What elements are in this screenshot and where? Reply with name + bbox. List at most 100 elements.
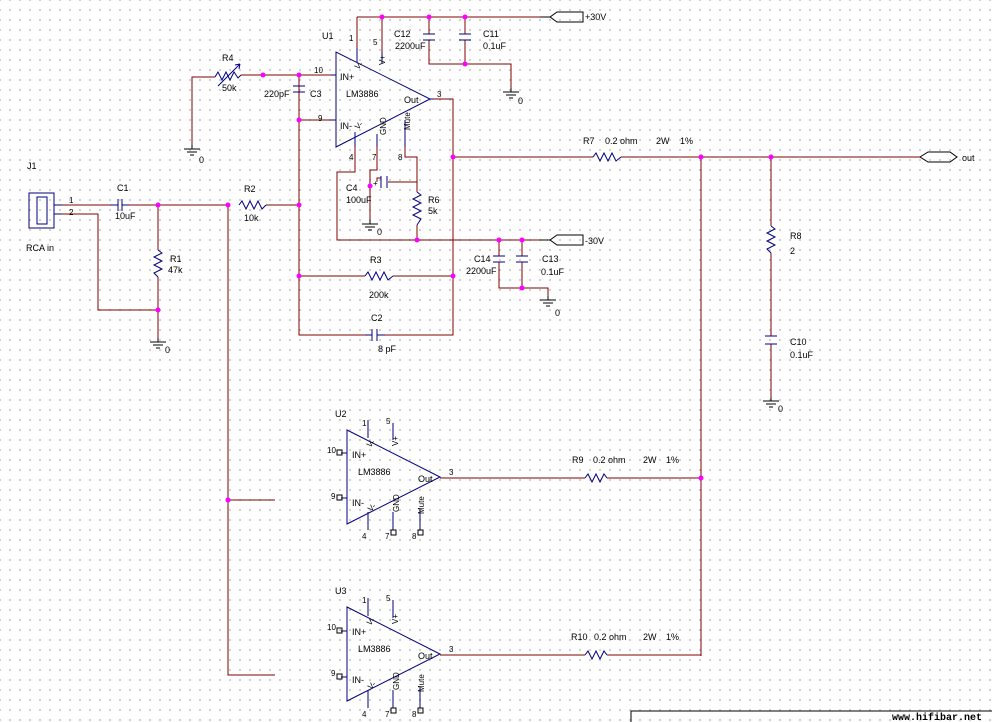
svg-text:R4: R4 xyxy=(222,53,234,63)
junction-dot xyxy=(260,72,266,78)
svg-text:4: 4 xyxy=(362,532,367,541)
svg-text:2W: 2W xyxy=(643,632,657,642)
svg-text:R8: R8 xyxy=(790,231,802,241)
svg-text:0.2 ohm: 0.2 ohm xyxy=(593,455,626,465)
junction-dot xyxy=(367,183,373,189)
ground-symbol: 0 xyxy=(540,296,560,318)
svg-text:U1: U1 xyxy=(322,31,334,41)
svg-text:GND: GND xyxy=(392,672,401,690)
svg-text:IN-: IN- xyxy=(352,498,364,508)
svg-text:C1: C1 xyxy=(117,183,129,193)
svg-text:C11: C11 xyxy=(483,29,499,39)
svg-text:Mute: Mute xyxy=(417,674,426,692)
svg-text:9: 9 xyxy=(331,492,336,501)
resistor-r2: R2 10k xyxy=(238,184,267,223)
resistor-r8: R8 2 xyxy=(765,225,802,256)
svg-text:1: 1 xyxy=(69,196,74,205)
capacitor-c2: C2 8 pF xyxy=(365,313,397,354)
svg-text:0: 0 xyxy=(199,155,204,165)
svg-text:1: 1 xyxy=(362,596,367,605)
svg-text:V-: V- xyxy=(353,59,365,71)
junction-dot xyxy=(296,117,302,123)
svg-text:+: + xyxy=(373,179,378,188)
svg-text:3: 3 xyxy=(449,468,454,477)
ground-symbol: 0 xyxy=(763,397,783,414)
svg-text:0.2 ohm: 0.2 ohm xyxy=(594,632,627,642)
capacitor-c4: + C4 100uF xyxy=(346,176,388,205)
svg-text:C12: C12 xyxy=(394,29,411,39)
junction-dot xyxy=(450,273,456,279)
resistor-r3: R3 200k xyxy=(364,255,394,300)
svg-text:8 pF: 8 pF xyxy=(378,344,397,354)
svg-text:8: 8 xyxy=(398,153,403,162)
svg-text:0: 0 xyxy=(377,227,382,237)
svg-text:0: 0 xyxy=(518,96,523,106)
opamp-u1: U1 10 9 1 5 3 4 7 8 IN+ IN- LM3886 Out V… xyxy=(314,31,442,162)
junction-dot xyxy=(450,154,456,160)
junction-dot xyxy=(225,497,231,503)
svg-text:8: 8 xyxy=(412,710,417,719)
junction-dot xyxy=(414,237,420,243)
svg-text:IN-: IN- xyxy=(352,675,364,685)
svg-text:0.1uF: 0.1uF xyxy=(790,350,814,360)
junction-dots xyxy=(155,14,774,503)
svg-text:V+: V+ xyxy=(391,614,400,624)
junction-dot xyxy=(496,237,502,243)
junction-dot xyxy=(462,61,468,67)
ground-symbol: 0 xyxy=(150,338,170,355)
svg-text:C4: C4 xyxy=(346,183,358,193)
svg-text:C3: C3 xyxy=(310,89,322,99)
svg-text:10: 10 xyxy=(327,623,336,632)
svg-text:R10: R10 xyxy=(571,632,588,642)
junction-dot xyxy=(379,14,385,20)
svg-text:V+: V+ xyxy=(378,55,387,65)
svg-text:LM3886: LM3886 xyxy=(346,89,379,99)
svg-text:47k: 47k xyxy=(168,265,183,275)
svg-text:100uF: 100uF xyxy=(346,195,372,205)
svg-text:220pF: 220pF xyxy=(264,89,290,99)
svg-text:2: 2 xyxy=(69,208,74,217)
svg-text:V-: V- xyxy=(365,437,377,449)
svg-text:Out: Out xyxy=(404,95,419,105)
svg-text:10: 10 xyxy=(327,446,336,455)
svg-text:9: 9 xyxy=(318,114,323,123)
svg-text:2W: 2W xyxy=(656,136,670,146)
svg-text:V-: V- xyxy=(353,119,365,131)
junction-dot xyxy=(519,237,525,243)
svg-text:R1: R1 xyxy=(170,254,182,264)
junction-dot xyxy=(519,285,525,291)
svg-text:R3: R3 xyxy=(370,255,382,265)
svg-text:V+: V+ xyxy=(391,436,400,446)
svg-text:2: 2 xyxy=(790,246,795,256)
connector-j1: J1 1 2 RCA in xyxy=(26,161,74,253)
capacitor-c14: C14 2200uF xyxy=(466,254,505,276)
svg-text:1%: 1% xyxy=(666,455,679,465)
svg-text:R2: R2 xyxy=(244,184,256,194)
junction-dot xyxy=(155,202,161,208)
resistor-r1: R1 47k xyxy=(152,249,183,278)
junction-dot xyxy=(462,14,468,20)
svg-text:10k: 10k xyxy=(244,213,259,223)
junction-dot xyxy=(698,154,704,160)
svg-text:www.hifibar.net: www.hifibar.net xyxy=(892,712,982,722)
svg-text:5: 5 xyxy=(386,417,391,426)
svg-text:3: 3 xyxy=(449,645,454,654)
svg-text:-30V: -30V xyxy=(585,236,604,246)
opamp-u3: U3 10 9 1 5 3 4 7 8 IN+ IN- LM3886 Out V… xyxy=(327,586,454,719)
svg-text:Mute: Mute xyxy=(417,496,426,514)
svg-text:J1: J1 xyxy=(27,161,37,171)
svg-text:out: out xyxy=(962,153,975,163)
svg-text:0: 0 xyxy=(555,308,560,318)
svg-text:IN+: IN+ xyxy=(352,627,366,637)
svg-text:V-: V- xyxy=(366,679,378,691)
svg-text:4: 4 xyxy=(349,153,354,162)
junction-dot xyxy=(426,14,432,20)
svg-text:U3: U3 xyxy=(335,586,347,596)
capacitor-c3: 220pF C3 xyxy=(264,85,322,99)
ground-symbol: 0 xyxy=(362,220,382,237)
resistor-r10: R10 0.2 ohm 2W 1% xyxy=(571,632,679,661)
svg-text:7: 7 xyxy=(372,153,377,162)
svg-text:50k: 50k xyxy=(222,83,237,93)
svg-text:R9: R9 xyxy=(572,455,584,465)
capacitor-c1: C1 10uF xyxy=(110,183,136,221)
